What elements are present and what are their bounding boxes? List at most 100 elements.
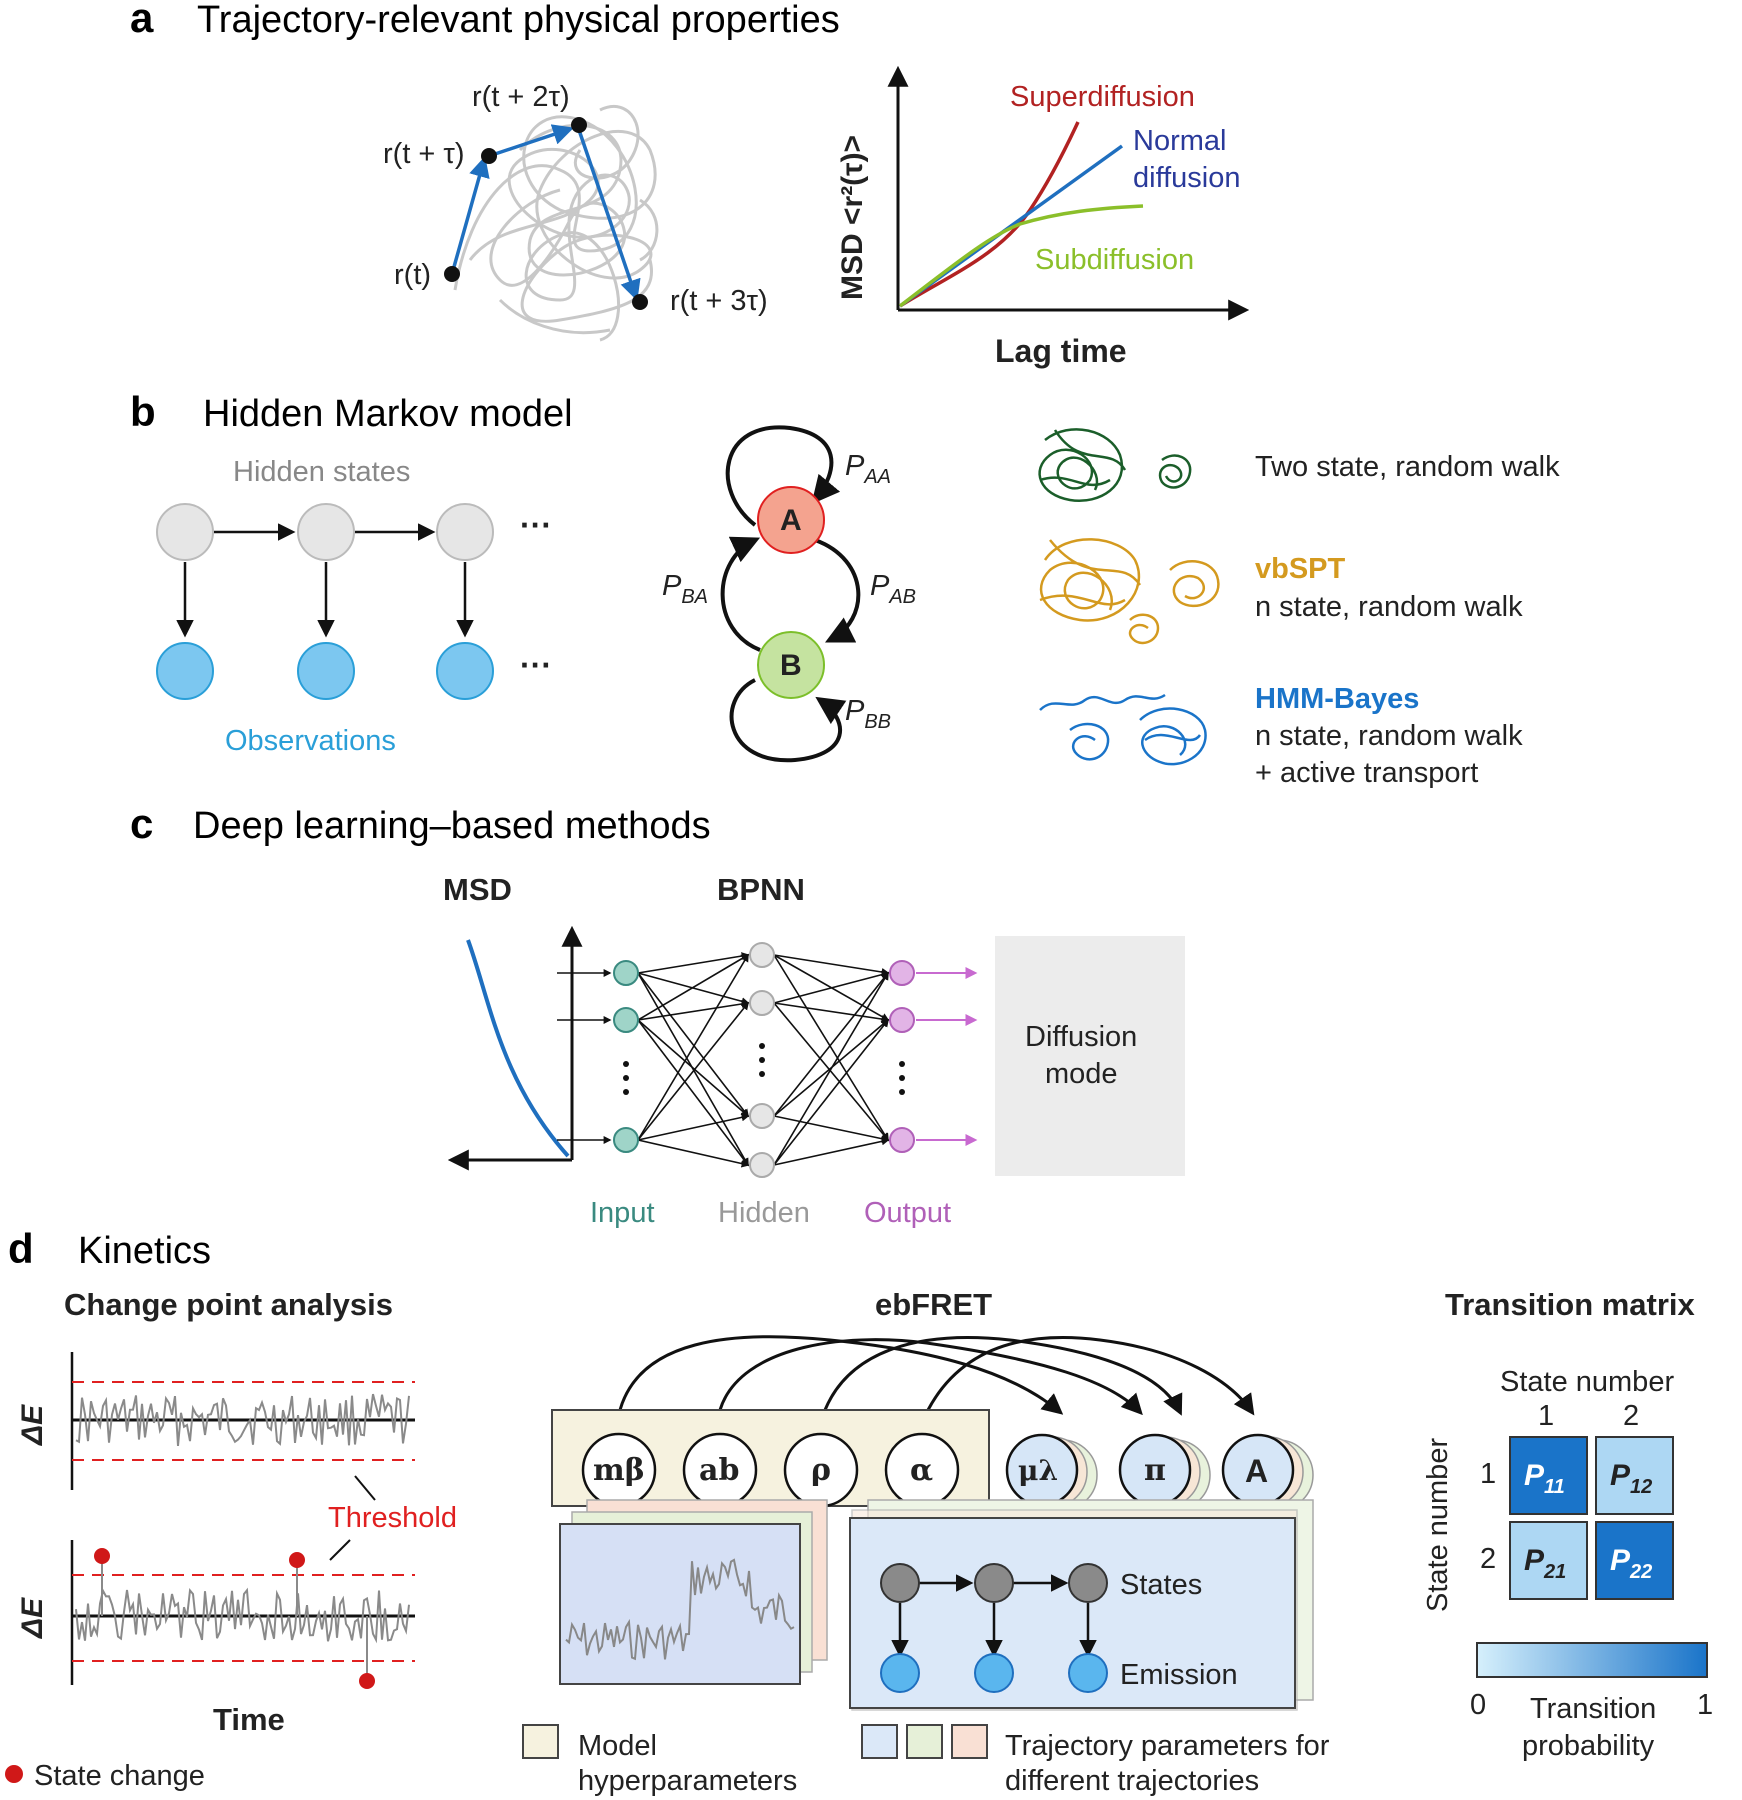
output-node <box>889 1007 915 1033</box>
colorbar-label-2: probability <box>1522 1730 1655 1762</box>
tm-cell-21-label: P21 <box>1524 1544 1566 1583</box>
cpa-title: Change point analysis <box>64 1287 393 1322</box>
hidden-node <box>749 1103 775 1129</box>
tm-cell-22-label: P22 <box>1610 1544 1652 1583</box>
ebfret-hmm-arrows <box>891 1574 1097 1658</box>
diffusion-mode-1: Diffusion <box>1025 1021 1137 1053</box>
layer-ellipsis-dot <box>623 1075 629 1081</box>
state-change-dot <box>289 1552 305 1568</box>
layer-ellipsis-dot <box>759 1057 765 1063</box>
network-edge <box>773 1002 890 1142</box>
hidden-states-label: Hidden states <box>233 456 410 488</box>
diffusion-mode-box <box>995 936 1185 1176</box>
network-edge <box>773 954 889 1142</box>
network-edge <box>637 954 750 1021</box>
panel-c-title: Deep learning–based methods <box>193 805 711 847</box>
hidden-node <box>749 1152 775 1178</box>
tm-col-header: State number <box>1500 1366 1674 1398</box>
panel-d: d Kinetics Change point analysis ΔE Thre… <box>5 1225 1713 1797</box>
trajectory-points <box>444 117 648 310</box>
obs-ellipsis: ··· <box>520 647 552 683</box>
cpa-trace-top <box>70 1352 415 1490</box>
input-node <box>613 1127 639 1153</box>
colorbar-label-1: Transition <box>1530 1693 1656 1725</box>
panel-c-letter: c <box>130 800 153 847</box>
state-a-node <box>757 486 825 554</box>
network-edge <box>637 953 749 1141</box>
ebfret-title: ebFRET <box>875 1287 992 1322</box>
cpa-trace-bottom <box>70 1540 415 1689</box>
tm-title: Transition matrix <box>1445 1287 1696 1322</box>
output-layer-label: Output <box>864 1197 951 1229</box>
input-layer-label: Input <box>590 1197 655 1229</box>
layer-ellipsis-dot <box>759 1043 765 1049</box>
emission-label: Emission <box>1120 1659 1238 1691</box>
panel-a-title: Trajectory-relevant physical properties <box>197 0 840 41</box>
hidden-ellipsis: ··· <box>520 507 552 543</box>
network-edge <box>637 972 749 1118</box>
legend-model-1: Model <box>578 1730 657 1762</box>
tm-col-2: 2 <box>1623 1400 1639 1432</box>
states-label: States <box>1120 1569 1202 1601</box>
hidden-node <box>749 990 775 1016</box>
network-edge <box>773 954 890 976</box>
param-label-a: A <box>1245 1453 1268 1489</box>
colorbar-min: 0 <box>1470 1689 1486 1721</box>
param-mulambda <box>1005 1433 1098 1511</box>
parameter-nodes <box>1005 1433 1314 1511</box>
hyper-node-mbeta: mβ <box>593 1453 645 1488</box>
network-edge <box>773 1137 890 1166</box>
network-edge <box>773 971 889 1166</box>
msd-ylabel: MSD <r²(τ)> <box>836 135 869 300</box>
tm-cell-21 <box>1509 1521 1588 1600</box>
network-edge <box>637 1139 750 1168</box>
network-edge <box>637 1000 750 1021</box>
network-edge <box>773 1115 890 1143</box>
panel-d-title: Kinetics <box>78 1230 211 1272</box>
colorbar-max: 1 <box>1697 1689 1713 1721</box>
p-ab: PAB <box>870 570 916 608</box>
tm-row-1: 1 <box>1480 1458 1496 1490</box>
threshold-label: Threshold <box>328 1502 457 1534</box>
panel-b-letter: b <box>130 388 156 435</box>
state-a-label: A <box>780 504 802 537</box>
p-ba: PBA <box>662 570 708 608</box>
network-edge <box>637 1001 750 1141</box>
delta-e-top: ΔE <box>16 1404 49 1446</box>
delta-e-bottom: ΔE <box>16 1597 49 1639</box>
param-label-mulambda: μλ <box>1018 1454 1058 1487</box>
hmm-arrows <box>176 523 474 638</box>
p-bb: PBB <box>845 695 891 733</box>
network-edges <box>557 952 890 1168</box>
layer-ellipsis-dot <box>899 1075 905 1081</box>
state-change-dot <box>94 1548 110 1564</box>
input-node <box>613 960 639 986</box>
layer-ellipsis-dot <box>759 1071 765 1077</box>
label-superdiffusion: Superdiffusion <box>1010 81 1195 113</box>
panel-d-letter: d <box>8 1225 34 1272</box>
state-b-node <box>757 631 825 699</box>
displacement-arrows <box>450 124 641 301</box>
ebfret-emission-nodes <box>880 1653 1108 1693</box>
method-desc-hmm-2: + active transport <box>1255 757 1478 789</box>
panel-b: b Hidden Markov model Hidden states ··· … <box>130 388 1560 789</box>
point-label-rt: r(t) <box>394 259 431 291</box>
tm-row-header: State number <box>1422 1438 1454 1612</box>
diffusion-mode-2: mode <box>1045 1058 1118 1090</box>
time-label: Time <box>213 1702 285 1737</box>
method-desc-vbspt: n state, random walk <box>1255 591 1523 623</box>
layer-ellipsis-dot <box>899 1061 905 1067</box>
network-nodes <box>613 942 978 1178</box>
tm-cell-12 <box>1595 1436 1674 1515</box>
legend-model-2: hyperparameters <box>578 1765 797 1797</box>
hyper-node-rho: ρ <box>811 1453 831 1488</box>
legend-traj-swatch-blue <box>861 1724 898 1759</box>
label-normal-2: diffusion <box>1133 162 1241 194</box>
random-trajectory <box>453 104 659 342</box>
panel-b-title: Hidden Markov model <box>203 393 573 435</box>
blob-hmm-bayes <box>1039 693 1207 766</box>
panel-a: a Trajectory-relevant physical propertie… <box>130 0 1250 369</box>
msd-header: MSD <box>443 872 512 907</box>
hidden-node <box>749 942 775 968</box>
